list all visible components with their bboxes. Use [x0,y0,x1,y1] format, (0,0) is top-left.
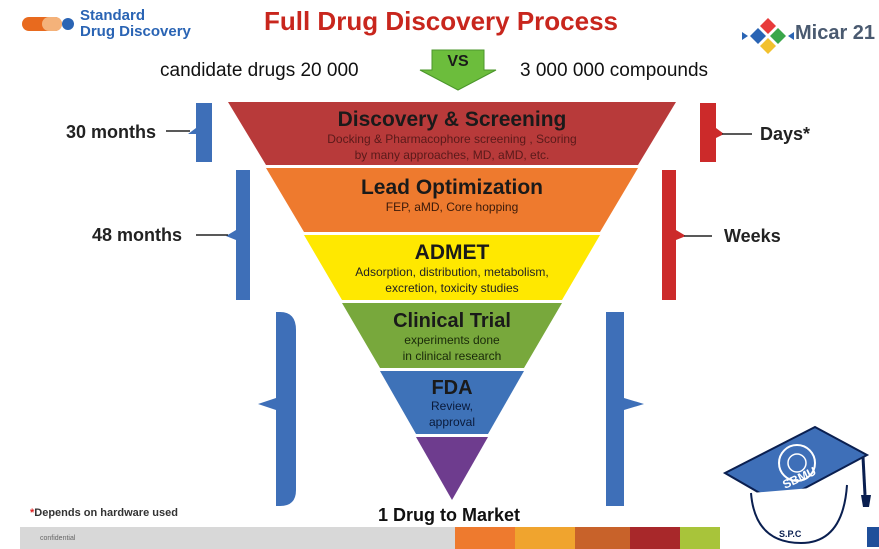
left-bracket-3 [258,312,296,506]
standard-logo [20,12,76,39]
left-bracket-1 [188,103,212,162]
footnote-text: Depends on hardware used [34,507,178,519]
confidential-label: confidential [40,535,76,542]
vs-arrow: VS [419,49,497,91]
stage-discovery-band [228,102,676,165]
page-title: Full Drug Discovery Process [264,6,619,36]
footer-stripe-rust [575,527,630,549]
stage-fda-desc-1: Review, [431,399,473,413]
stage-clinical-title: Clinical Trial [393,310,511,332]
stage-admet-band [304,235,600,300]
stage-fda-title: FDA [431,377,472,399]
left-label-30-months: 30 months [66,122,157,142]
left-label-48-months: 48 months [92,225,183,245]
stage-admet-desc-1: Adsorption, distribution, metabolism, [355,265,548,279]
left-bracket-2 [226,170,250,300]
university-seal: SBMU S.P.C [722,425,879,547]
stage-discovery-desc-1: Docking & Pharmacophore screening , Scor… [327,132,576,146]
stage-clinical-desc-2: in clinical research [403,349,502,363]
compounds-text: 3 000 000 compounds [520,60,709,81]
footer-stripe-red [630,527,680,549]
stage-admet-desc-2: excretion, toxicity studies [385,281,518,295]
footer-stripe-gray [20,527,455,549]
stage-admet-title: ADMET [415,241,490,264]
stage-lead-desc-1: FEP, aMD, Core hopping [386,200,519,214]
footnote: *Depends on hardware used [30,507,178,519]
candidate-drugs-text: candidate drugs 20 000 [160,60,359,81]
right-bracket-3 [606,312,644,506]
stage-lead-title: Lead Optimization [361,176,543,199]
right-label-weeks: Weeks [724,226,781,246]
capsule-icon [22,17,74,31]
drug-to-market-label: 1 Drug to Market [378,505,521,525]
footer-stripe-green [680,527,720,549]
micar-logo-mark [740,14,796,59]
stage-clinical-band [342,303,562,368]
right-label-days: Days* [760,124,811,144]
logo-line1: Standard [80,7,146,24]
stage-lead-band [266,168,638,232]
brand-name: Micar 21 [795,22,876,44]
stage-clinical-desc-1: experiments done [404,333,500,347]
footer-stripe-amber [515,527,575,549]
stage-fda-band [380,371,524,434]
stage-discovery-title: Discovery & Screening [338,108,567,131]
footer-stripe-orange [455,527,515,549]
seal-bottom-text: S.P.C [779,529,802,539]
diamond-logo-icon [742,18,794,54]
stage-final-band [416,437,488,500]
logo-line2: Drug Discovery [80,23,191,40]
footnote-star: * [30,507,35,519]
vs-label: VS [447,53,469,70]
stage-fda-desc-2: approval [429,415,475,429]
right-bracket-1 [700,103,724,162]
stage-discovery-desc-2: by many approaches, MD, aMD, etc. [355,148,550,162]
right-bracket-2 [662,170,686,300]
standard-discovery-label: Standard Drug Discovery [80,8,191,40]
